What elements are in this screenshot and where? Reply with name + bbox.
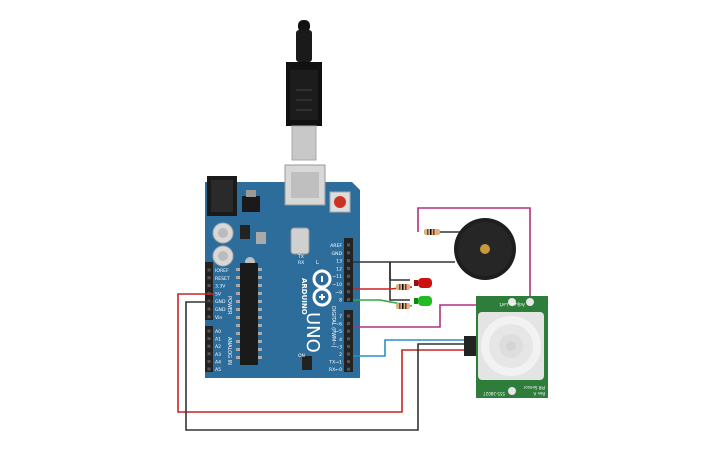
digital-pin-labels-bottom: 7 ~6~5 4~3 2TX→1RX←0: [328, 314, 350, 373]
usb-cable: [286, 20, 322, 161]
resistor-buzzer: [424, 229, 440, 235]
pin-socket: [347, 243, 350, 247]
pin-label: A3: [215, 352, 221, 358]
arduino-uno-board: ARDUINO UNO POWER ANALOG IN DIGITAL (PWM…: [205, 164, 360, 378]
pin-socket: [207, 337, 211, 341]
analog-header: [205, 326, 213, 372]
pin-socket: [347, 298, 350, 302]
pir-bottom-label-2: Rev A: [533, 391, 545, 396]
pin-socket: [207, 344, 211, 348]
resistor-green-led: [396, 303, 410, 309]
led-red: [414, 278, 432, 288]
pin-socket: [207, 329, 211, 333]
pin-socket: [347, 360, 350, 364]
pin-socket: [347, 290, 350, 294]
pin-label: 5V: [215, 291, 222, 297]
pin-socket: [347, 322, 350, 326]
pin-label: RESET: [215, 276, 230, 282]
pin-socket: [207, 307, 211, 311]
piezo-buzzer: [454, 218, 516, 280]
tx-label: TX: [297, 254, 304, 260]
led-green: [414, 296, 432, 306]
pin-socket: [207, 276, 211, 280]
digital-header-upper: [344, 238, 353, 302]
pin-label: 7: [339, 314, 342, 320]
pir-bottom-label-3: 555-28027: [483, 391, 505, 396]
pin-label: ~11: [332, 274, 342, 280]
pin-socket: [347, 329, 350, 333]
pin-socket: [207, 352, 211, 356]
pin-socket: [347, 314, 350, 318]
rx-label: RX: [298, 260, 304, 266]
atmega-chip: [240, 263, 258, 365]
pin-socket: [347, 352, 350, 356]
analog-header-label: ANALOG IN: [226, 337, 232, 365]
pin-label: ~6: [335, 322, 342, 328]
on-label: ON: [298, 353, 305, 359]
pin-label: 4: [339, 337, 342, 343]
pin-label: ~10: [332, 282, 342, 288]
board-name: UNO: [302, 312, 323, 353]
pin-label: 2: [339, 352, 342, 358]
pin-label: A0: [215, 329, 221, 335]
pin-label: Vin: [215, 315, 222, 321]
wire-gnd-black: [185, 301, 470, 431]
pin-label: TX→1: [328, 360, 342, 366]
digital-header-label: DIGITAL (PWM~): [330, 306, 336, 348]
pin-label: AREF: [330, 243, 342, 249]
wire-5v-red: [177, 293, 470, 413]
pin-socket: [207, 367, 211, 371]
pin-label: 8: [339, 298, 342, 304]
arduino-logo: [312, 269, 332, 307]
pin-label: ~9: [335, 290, 342, 296]
pin-socket: [347, 274, 350, 278]
pin-label: 12: [336, 266, 342, 272]
pin-socket: [347, 344, 350, 348]
pin-label: A4: [215, 359, 221, 365]
pin-socket: [347, 367, 350, 371]
pir-bottom-label-1: PIR Sensor: [523, 385, 545, 390]
pin-label: A1: [215, 337, 221, 343]
board-brand: ARDUINO: [300, 278, 308, 315]
pin-socket: [347, 337, 350, 341]
pin-socket: [347, 251, 350, 255]
pin-label: GND: [215, 299, 226, 305]
pin-label: A2: [215, 344, 221, 350]
pin-label: 3.3V: [215, 284, 226, 290]
pin-label: 13: [336, 259, 342, 265]
pin-label: GND: [331, 251, 342, 257]
resistor-red-led: [396, 284, 410, 290]
pin-label: A5: [215, 367, 221, 373]
pin-socket: [347, 259, 350, 263]
wire-signal-blue: [353, 339, 470, 357]
digital-header-lower: [344, 310, 353, 372]
pin-label: ~3: [335, 344, 342, 350]
pin-socket: [207, 284, 211, 288]
power-header: [205, 262, 213, 320]
wire-gnd-led: [353, 261, 410, 281]
pin-socket: [207, 315, 211, 319]
wire-gnd-led2: [389, 262, 410, 301]
power-header-label: POWER: [226, 296, 232, 315]
pin-socket: [207, 268, 211, 272]
pin-label: IOREF: [215, 268, 229, 274]
pin-socket: [347, 282, 350, 286]
pin-socket: [347, 266, 350, 270]
led-l-label: L: [316, 260, 319, 266]
pin-label: RX←0: [329, 367, 342, 373]
pir-top-label: Adjust, Left: [499, 301, 525, 307]
pin-label: ~5: [335, 329, 342, 335]
pin-socket: [207, 359, 211, 363]
pin-label: GND: [215, 307, 226, 313]
pir-sensor: Adjust, Left PIR Sensor Rev A 555-28027: [464, 296, 548, 398]
